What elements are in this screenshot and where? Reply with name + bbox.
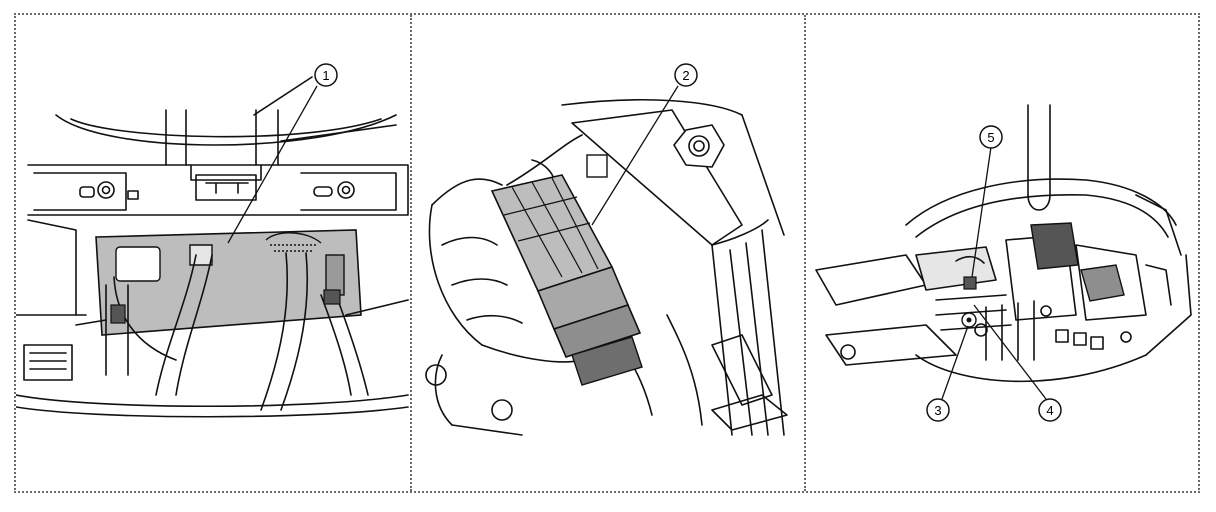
panel-1: 1 — [16, 15, 410, 491]
panel-3-illustration: 5 3 4 — [815, 104, 1192, 422]
diagram-frame: 1 — [14, 13, 1200, 493]
callout-3: 3 — [934, 403, 941, 418]
callout-1: 1 — [322, 68, 329, 83]
callout-2: 2 — [682, 68, 689, 83]
panel-3: 5 3 4 — [806, 15, 1198, 491]
panel-divider-2 — [804, 15, 806, 491]
panel-1-illustration: 1 — [16, 63, 409, 418]
panel-2: 2 — [412, 15, 804, 491]
panel-divider-1 — [410, 15, 412, 491]
callout-4: 4 — [1046, 403, 1053, 418]
callout-5: 5 — [987, 130, 994, 145]
panel-2-illustration: 2 — [425, 63, 788, 436]
